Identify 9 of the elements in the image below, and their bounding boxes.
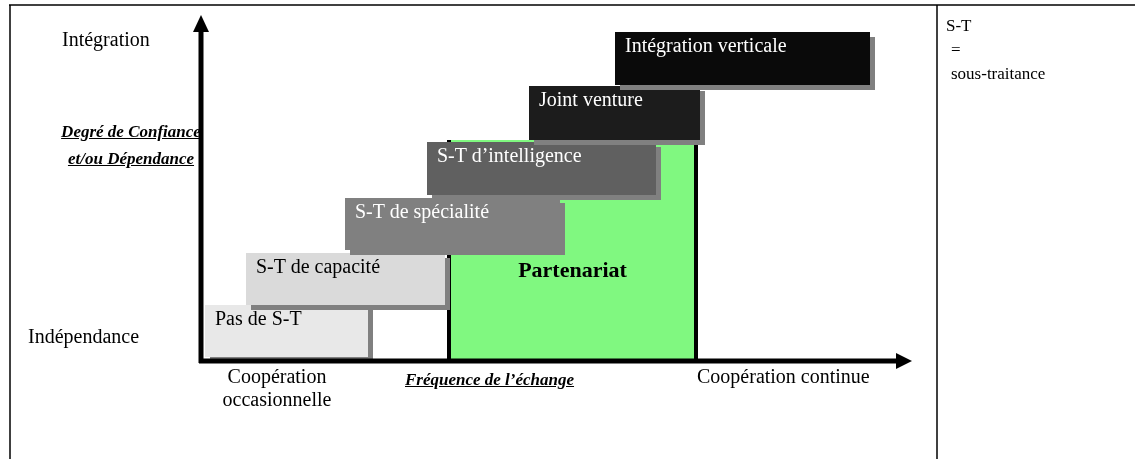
- note-text: S-T: [946, 16, 972, 36]
- axis-end-label: Indépendance: [28, 325, 140, 348]
- note-text: =: [951, 40, 961, 60]
- note-text: sous-traitance: [951, 64, 1046, 84]
- axis-end-label: Coopération occasionnelle: [221, 365, 333, 411]
- axis-title: Degré de Confiance et/ou Dépendance: [60, 121, 202, 170]
- axis-end-label: Intégration: [62, 28, 150, 51]
- axis-end-label: Coopération continue: [697, 365, 870, 388]
- axis-title: Fréquence de l’échange: [405, 369, 575, 391]
